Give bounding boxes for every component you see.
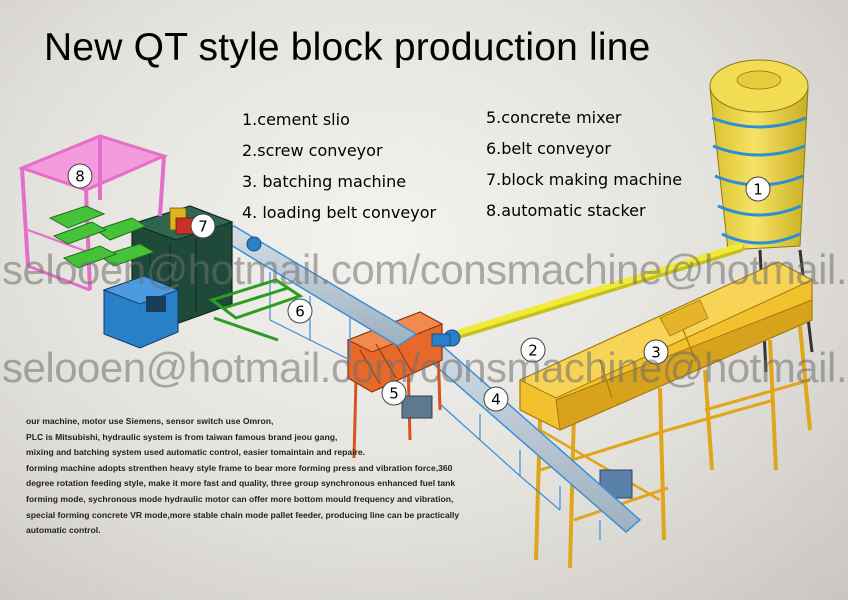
description-line: our machine, motor use Siemens, sensor s… (26, 416, 274, 426)
description-line: forming machine adopts strenthen heavy s… (26, 462, 453, 473)
legend-right-column: 5.concrete mixer 6.belt conveyor 7.block… (486, 102, 682, 226)
description-block: our machine, motor use Siemens, sensor s… (26, 414, 526, 539)
svg-text:5: 5 (389, 385, 399, 403)
legend-item: 7.block making machine (486, 170, 683, 189)
svg-text:6: 6 (295, 303, 305, 321)
description-line: degree rotation feeding style, make it m… (26, 478, 456, 489)
legend-left-column: 1.cement slio 2.screw conveyor 3. batchi… (242, 104, 436, 228)
callout-5: 5 (381, 380, 407, 406)
callout-6: 6 (287, 298, 313, 324)
callout-1: 1 (745, 176, 771, 202)
callout-8: 8 (67, 163, 93, 189)
legend-item: 4. loading belt conveyor (242, 203, 437, 222)
green-block-stacks (48, 205, 156, 269)
description-line: forming mode, sychronous mode hydraulic … (26, 493, 454, 504)
svg-text:3: 3 (651, 344, 661, 362)
legend-item: 3. batching machine (242, 172, 407, 191)
description-line: automatic control. (26, 525, 101, 536)
callout-4: 4 (483, 386, 509, 412)
legend-item: 8.automatic stacker (486, 201, 646, 220)
cement-silo (709, 59, 814, 373)
page-title: New QT style block production line (44, 26, 651, 69)
svg-text:8: 8 (75, 168, 85, 186)
legend-item: 2.screw conveyor (242, 141, 383, 160)
legend-item: 1.cement slio (242, 110, 350, 129)
callout-3: 3 (643, 339, 669, 365)
watermark-text: selooen@hotmail.com/consmachine@hotmail.… (2, 246, 848, 293)
description-line: mixing and batching system used automati… (26, 447, 366, 458)
svg-text:4: 4 (491, 391, 501, 409)
svg-text:1: 1 (753, 181, 763, 199)
svg-text:2: 2 (528, 342, 538, 360)
watermark-text: selooen@hotmail.com/consmachine@hotmail.… (2, 344, 848, 391)
svg-text:7: 7 (198, 218, 208, 236)
legend-item: 6.belt conveyor (486, 139, 611, 158)
callout-7: 7 (190, 213, 216, 239)
callout-2: 2 (520, 337, 546, 363)
legend-item: 5.concrete mixer (486, 108, 622, 127)
description-line: PLC is Mitsubishi, hydraulic system is f… (26, 431, 338, 442)
description-line: special forming concrete VR mode,more st… (26, 509, 460, 520)
